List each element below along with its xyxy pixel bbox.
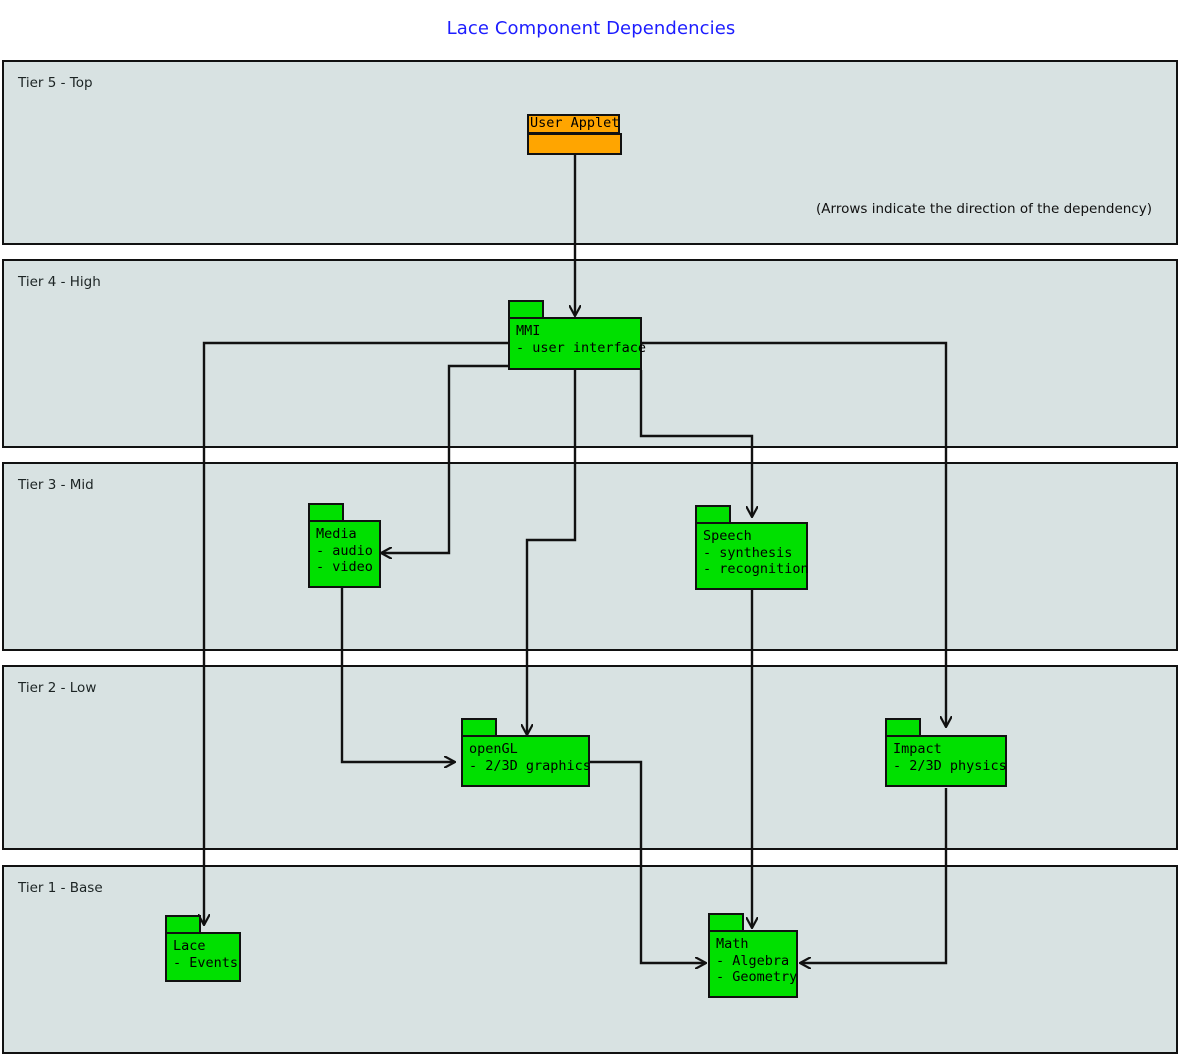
opengl-label-detail-1: - 2/3D graphics (469, 757, 591, 774)
opengl-label-name: openGL (469, 741, 518, 757)
user-applet-body (527, 133, 622, 155)
impact-label-name: Impact (893, 741, 942, 757)
speech-label-detail-1: - synthesis (703, 544, 793, 561)
node-math[interactable]: Math - Algebra - Geometry (708, 913, 798, 998)
media-label-name: Media (316, 526, 357, 542)
tier-label-base: Tier 1 - Base (18, 880, 103, 896)
impact-label-detail-1: - 2/3D physics (893, 757, 1007, 774)
tier-label-high: Tier 4 - High (18, 274, 101, 290)
speech-label-detail-2: - recognition (703, 561, 809, 577)
tier-band-high: Tier 4 - High (2, 259, 1178, 448)
opengl-body: openGL - 2/3D graphics (461, 735, 591, 787)
node-mmi[interactable]: MMI - user interface (508, 300, 647, 370)
math-body: Math - Algebra - Geometry (708, 930, 798, 998)
impact-body: Impact - 2/3D physics (885, 735, 1007, 787)
math-label-detail-2: - Geometry (716, 969, 798, 985)
node-user-applet[interactable]: User Applet (527, 114, 622, 155)
tier-label-low: Tier 2 - Low (18, 680, 97, 696)
node-lace[interactable]: Lace - Events (165, 915, 241, 982)
tier-label-top: Tier 5 - Top (18, 75, 93, 91)
node-media[interactable]: Media - audio - video (308, 503, 381, 588)
math-label-name: Math (716, 936, 749, 952)
speech-body: Speech - synthesis - recognition (695, 522, 809, 590)
mmi-label-detail-1: - user interface (516, 339, 647, 356)
media-label-detail-1: - audio (316, 542, 373, 559)
tier-label-mid: Tier 3 - Mid (18, 477, 94, 493)
node-opengl[interactable]: openGL - 2/3D graphics (461, 718, 591, 788)
page-title: Lace Component Dependencies (446, 18, 736, 39)
media-body: Media - audio - video (308, 520, 381, 588)
lace-label-detail-1: - Events (173, 954, 239, 971)
media-label-detail-2: - video (316, 559, 373, 575)
lace-label-name: Lace (173, 938, 206, 954)
legend-note: (Arrows indicate the direction of the de… (816, 201, 1152, 217)
tier-band-mid: Tier 3 - Mid (2, 462, 1178, 651)
mmi-label-name: MMI (516, 323, 541, 339)
lace-body: Lace - Events (165, 932, 241, 982)
mmi-body: MMI - user interface (508, 317, 647, 370)
node-impact[interactable]: Impact - 2/3D physics (885, 718, 1007, 788)
math-label-detail-1: - Algebra (716, 952, 790, 969)
node-speech[interactable]: Speech - synthesis - recognition (695, 505, 809, 590)
user-applet-label: User Applet (530, 115, 620, 131)
speech-label-name: Speech (703, 528, 752, 544)
